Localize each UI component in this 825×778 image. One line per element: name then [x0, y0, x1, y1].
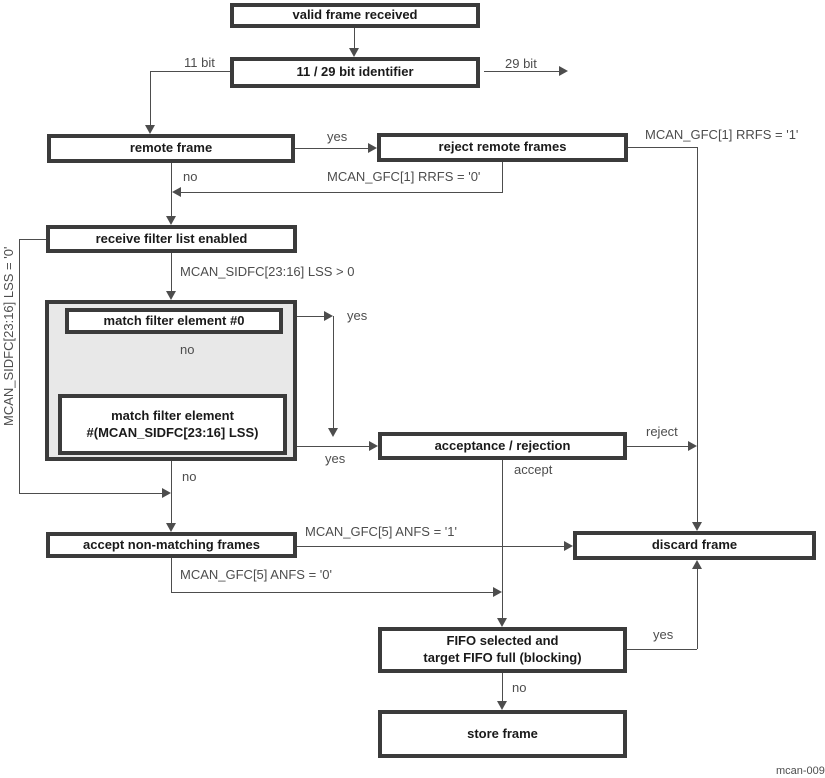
edge-label-11-bit: 11 bit [184, 55, 215, 70]
arrowhead-down [166, 216, 176, 225]
connector [19, 493, 162, 494]
node-discard-frame: discard frame [573, 531, 816, 560]
edge-label-29-bit: 29 bit [505, 56, 537, 71]
arrowhead-down [166, 291, 176, 300]
arrowhead-down [497, 618, 507, 627]
connector [295, 148, 368, 149]
connector [502, 460, 503, 618]
node-match-filter-element-n: match filter element #(MCAN_SIDFC[23:16]… [58, 394, 287, 455]
arrowhead-right [324, 311, 333, 321]
arrowhead-left [172, 187, 181, 197]
node-valid-frame-received: valid frame received [230, 3, 480, 28]
node-reject-remote-frames: reject remote frames [377, 133, 628, 162]
connector [19, 239, 46, 240]
arrowhead-down [166, 523, 176, 532]
node-label: valid frame received [292, 7, 418, 23]
node-label-line2: target FIFO full (blocking) [423, 650, 582, 665]
node-label: accept non-matching frames [83, 536, 260, 552]
edge-label-yes-filter0: yes [347, 308, 368, 323]
connector [484, 71, 559, 72]
arrowhead-right [564, 541, 573, 551]
connector [627, 649, 697, 650]
arrowhead-right [688, 441, 697, 451]
connector [171, 558, 172, 592]
edge-label-anfs-0: MCAN_GFC[5] ANFS = '0' [180, 567, 332, 582]
node-acceptance-rejection: acceptance / rejection [378, 432, 627, 460]
connector [297, 446, 369, 447]
arrowhead-down [692, 522, 702, 531]
node-label: match filter element #0 [103, 312, 245, 328]
connector [297, 316, 325, 317]
arrowhead-down [349, 48, 359, 57]
edge-label-no-remote: no [183, 169, 198, 184]
connector [333, 316, 334, 429]
node-label: store frame [467, 725, 538, 741]
edge-label-accept: accept [514, 462, 553, 477]
arrowhead-down [497, 701, 507, 710]
edge-label-no-filter0: no [180, 342, 195, 357]
edge-label-no-below-group: no [182, 469, 197, 484]
connector [297, 546, 564, 547]
edge-label-anfs-1: MCAN_GFC[5] ANFS = '1' [305, 524, 457, 539]
connector [171, 253, 172, 291]
arrowhead-right [162, 488, 171, 498]
connector [627, 446, 689, 447]
connector [171, 163, 172, 216]
node-receive-filter-list-enabled: receive filter list enabled [46, 225, 297, 253]
edge-label-yes-fifo: yes [653, 627, 674, 642]
node-label: discard frame [651, 537, 738, 553]
edge-label-rrfs-0: MCAN_GFC[1] RRFS = '0' [327, 169, 481, 184]
node-label: receive filter list enabled [95, 230, 248, 246]
node-label: remote frame [129, 140, 213, 156]
connector [502, 673, 503, 701]
arrowhead-down [328, 428, 338, 437]
figure-id: mcan-009 [776, 765, 825, 777]
connector [19, 239, 20, 493]
connector [171, 461, 172, 523]
node-label-line1: FIFO selected and [446, 633, 559, 649]
edge-label-lss-gt-0: MCAN_SIDFC[23:16] LSS > 0 [180, 264, 355, 279]
connector [150, 71, 230, 72]
node-match-filter-element-0: match filter element #0 [65, 308, 283, 334]
node-label-line2: #(MCAN_SIDFC[23:16] LSS) [86, 424, 259, 440]
node-store-frame: store frame [378, 710, 627, 758]
edge-label-yes-filtern: yes [325, 451, 346, 466]
edge-label-rrfs-1: MCAN_GFC[1] RRFS = '1' [645, 127, 799, 142]
connector [181, 192, 503, 193]
arrowhead-right [493, 587, 502, 597]
arrowhead-up [692, 560, 702, 569]
arrowhead-right [368, 143, 377, 153]
node-remote-frame: remote frame [47, 134, 295, 163]
edge-label-yes-remote: yes [327, 129, 348, 144]
connector [697, 568, 698, 649]
connector [502, 162, 503, 192]
node-label: acceptance / rejection [434, 437, 571, 453]
connector [150, 71, 151, 125]
connector [354, 28, 355, 49]
node-label: reject remote frames [438, 139, 567, 155]
edge-label-no-fifo: no [512, 680, 527, 695]
connector [697, 147, 698, 522]
arrowhead-right [559, 66, 568, 76]
arrowhead-down [145, 125, 155, 134]
edge-label-lss-eq-0: MCAN_SIDFC[23:16] LSS = '0' [1, 246, 16, 426]
node-accept-non-matching-frames: accept non-matching frames [46, 532, 297, 558]
node-fifo-selected: FIFO selected and target FIFO full (bloc… [378, 627, 627, 673]
edge-label-reject: reject [646, 424, 678, 439]
node-label-line1: match filter element [111, 407, 234, 423]
connector [171, 592, 493, 593]
node-label: 11 / 29 bit identifier [296, 64, 414, 80]
node-identifier: 11 / 29 bit identifier [230, 57, 480, 88]
arrowhead-right [369, 441, 378, 451]
connector [628, 147, 698, 148]
